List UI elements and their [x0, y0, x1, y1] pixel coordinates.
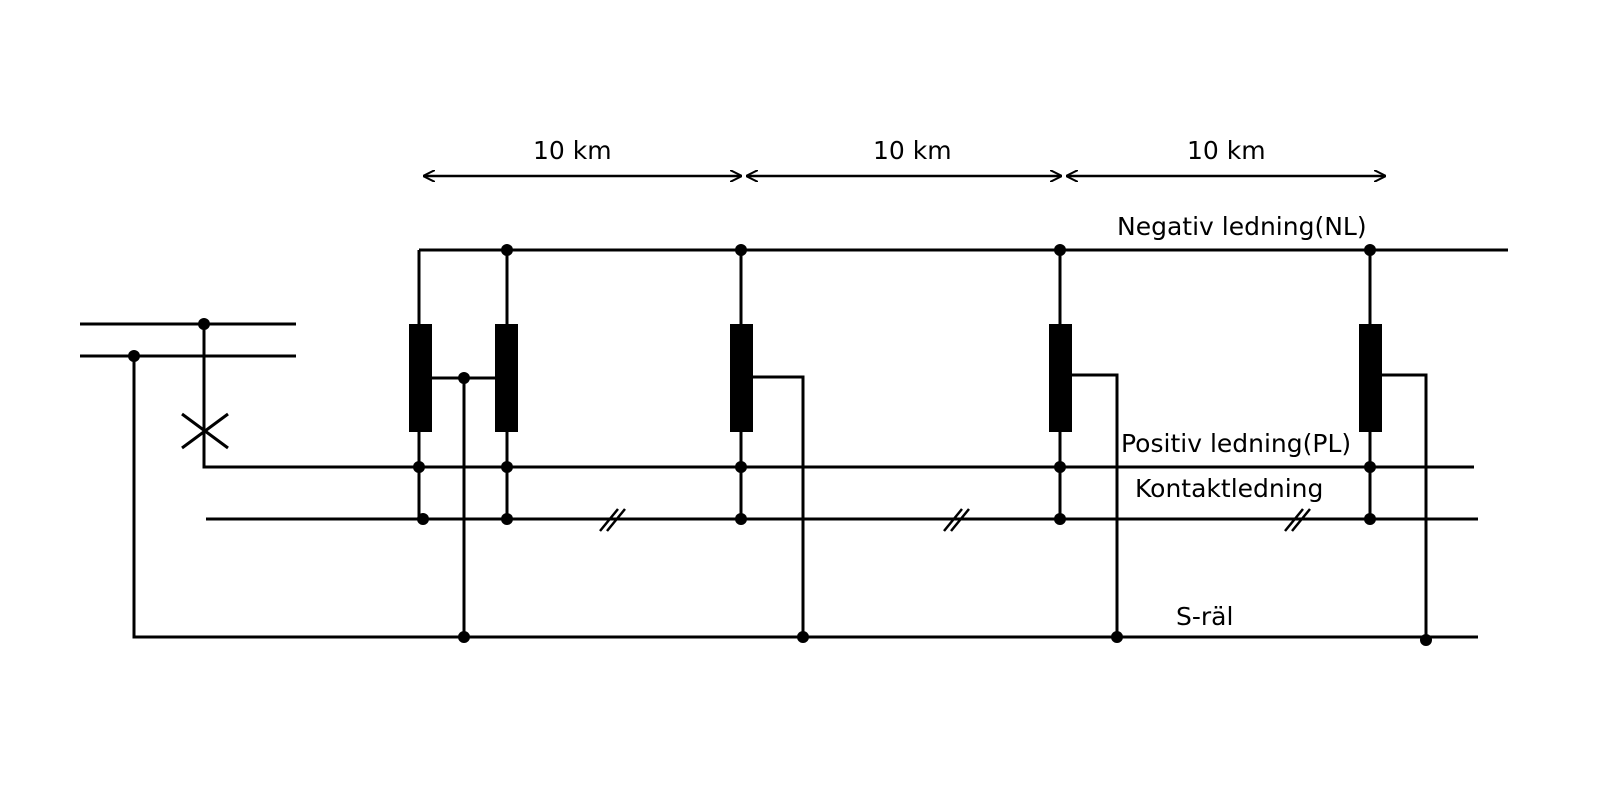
span-label-3: 10 km: [1187, 136, 1266, 165]
junction-dot: [797, 631, 809, 643]
junction-dot: [417, 513, 429, 525]
autotransformer-winding: [1359, 324, 1382, 432]
autotransformer-winding: [495, 324, 518, 432]
at-4-tap: [1370, 373, 1428, 640]
junction-dot: [1054, 513, 1066, 525]
junction-dot: [413, 461, 425, 473]
rail-label: S-räl: [1176, 602, 1234, 631]
negative-line-label: Negativ ledning(NL): [1117, 212, 1367, 241]
junction-dot: [1364, 461, 1376, 473]
junction-dot: [128, 350, 140, 362]
junction-dot: [1364, 513, 1376, 525]
span-label-2: 10 km: [873, 136, 952, 165]
junction-dot: [1054, 244, 1066, 256]
positive-line: [202, 324, 1474, 469]
junction-dot: [1054, 461, 1066, 473]
junction-dot: [735, 513, 747, 525]
junction-dot: [501, 513, 513, 525]
junction-dot: [501, 461, 513, 473]
junction-dot: [198, 318, 210, 330]
junction-dot: [1420, 634, 1432, 646]
section-insulator-3: [1284, 508, 1311, 532]
junction-dot: [735, 244, 747, 256]
contact-line-label: Kontaktledning: [1135, 474, 1324, 503]
section-insulator-2: [943, 508, 970, 532]
autotransformer-winding: [730, 324, 753, 432]
at-2-tap: [741, 375, 805, 637]
autotransformer-winding: [409, 324, 432, 432]
autotransformer-winding: [1049, 324, 1072, 432]
positive-line-label: Positiv ledning(PL): [1121, 429, 1352, 458]
junction-dot: [458, 372, 470, 384]
junction-dot: [735, 461, 747, 473]
span-label-1: 10 km: [533, 136, 612, 165]
breaker-cross-b: [181, 412, 229, 450]
section-insulator-1: [599, 508, 626, 532]
at-3-tap: [1060, 373, 1119, 637]
junction-dot: [1364, 244, 1376, 256]
junction-dot: [501, 244, 513, 256]
junction-dot: [1111, 631, 1123, 643]
junction-dot: [458, 631, 470, 643]
rail-line: [132, 356, 1478, 639]
